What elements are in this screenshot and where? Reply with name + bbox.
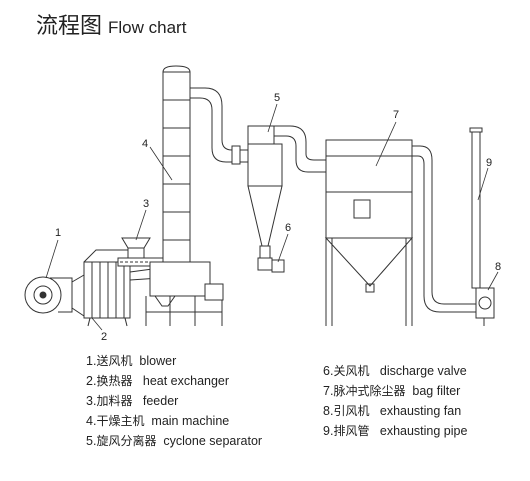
bag-filter-drawing bbox=[324, 139, 414, 326]
title-cn: 流程图 bbox=[36, 14, 103, 39]
discharge-valve-drawing bbox=[271, 259, 285, 273]
callout-1: 1 bbox=[55, 227, 61, 239]
leader-lines bbox=[45, 103, 499, 331]
heat-exchanger-drawing bbox=[83, 249, 161, 327]
cyclone-separator-drawing bbox=[247, 125, 283, 271]
callout-numbers: 1 2 3 4 5 6 7 8 9 bbox=[55, 92, 501, 343]
legend-right: 6.关风机 discharge valve 7.脉冲式除尘器 bag filte… bbox=[323, 361, 467, 441]
exhausting-fan-drawing bbox=[475, 287, 495, 326]
legend-item: 4.干燥主机 main machine bbox=[86, 414, 230, 428]
callout-7: 7 bbox=[393, 109, 399, 121]
legend-item: 9.排风管 exhausting pipe bbox=[323, 424, 468, 438]
legend-item: 8.引风机 exhausting fan bbox=[323, 404, 462, 418]
callout-2: 2 bbox=[101, 331, 107, 343]
legend-item: 3.加料器 feeder bbox=[86, 394, 179, 408]
legend-item: 2.换热器 heat exchanger bbox=[86, 374, 230, 388]
callout-3: 3 bbox=[143, 198, 149, 210]
title-en: Flow chart bbox=[108, 18, 187, 37]
callout-9: 9 bbox=[486, 157, 492, 169]
legend-left: 1.送风机 blower 2.换热器 heat exchanger 3.加料器 … bbox=[86, 351, 262, 451]
legend-item: 1.送风机 blower bbox=[86, 354, 177, 368]
callout-4: 4 bbox=[142, 138, 148, 150]
duct-filter-to-fan bbox=[412, 145, 478, 313]
main-machine-drawing bbox=[145, 65, 224, 326]
legend-item: 6.关风机 discharge valve bbox=[323, 364, 467, 378]
legend-item: 7.脉冲式除尘器 bag filter bbox=[323, 384, 461, 398]
callout-5: 5 bbox=[274, 92, 280, 104]
exhausting-pipe-drawing bbox=[469, 127, 483, 289]
duct-main-to-cyclone bbox=[190, 87, 248, 165]
page-title: 流程图 Flow chart bbox=[36, 8, 186, 40]
blower-drawing bbox=[24, 274, 85, 317]
callout-6: 6 bbox=[285, 222, 291, 234]
duct-cyclone-to-filter bbox=[274, 125, 328, 173]
callout-8: 8 bbox=[495, 261, 501, 273]
legend-item: 5.旋风分离器 cyclone separator bbox=[86, 434, 263, 448]
